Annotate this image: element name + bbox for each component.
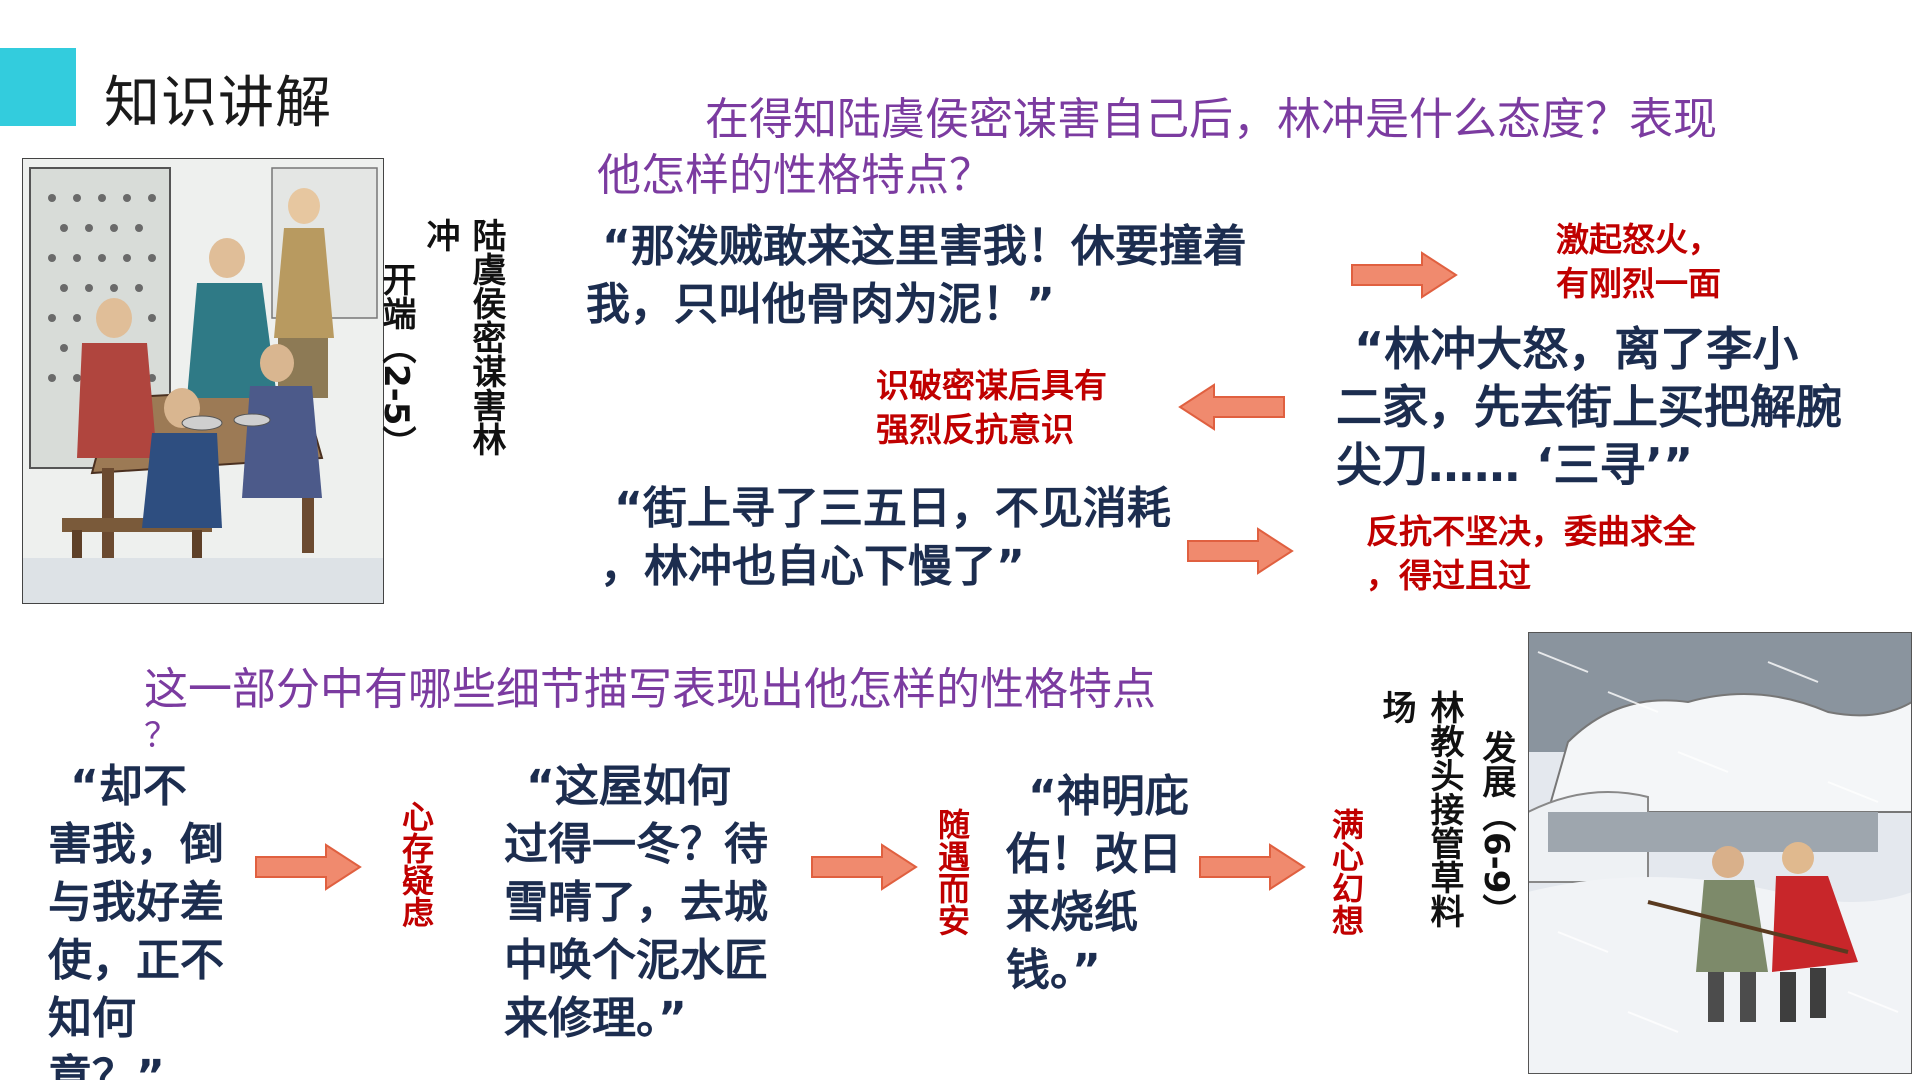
part2-note3: 满心幻想 xyxy=(1327,808,1365,936)
part2-quote3: “神明庇 佑！改日 来烧纸 钱。” xyxy=(1006,768,1189,1000)
section-title: 知识讲解 xyxy=(104,71,332,136)
part1-note3-line2: ，得过且过 xyxy=(1366,556,1531,595)
part1-quote2-line2: 二家，先去街上买把解腕 xyxy=(1336,380,1842,434)
part1-quote1-line2: 我，只叫他骨肉为泥！” xyxy=(586,279,1055,330)
part2-quote2: “这屋如何 过得一冬？待 雪晴了，去城 中唤个泥水匠 来修理。” xyxy=(504,758,768,1048)
part1-note1-line1: 激起怒火， xyxy=(1556,220,1721,259)
part2-caption-line1: 发展（6-9） xyxy=(1476,730,1516,928)
arrow-right-1 xyxy=(1351,251,1458,299)
part1-note2-line1: 识破密谋后具有 xyxy=(876,366,1107,405)
arrow-right-3 xyxy=(255,843,362,891)
part1-quote3-line2: ，林冲也自心下慢了” xyxy=(600,541,1025,592)
part2-quote3-line: 钱。” xyxy=(1006,945,1101,996)
part1-quote3-line1: “街上寻了三五日，不见消耗 xyxy=(614,483,1171,534)
arrow-right-2 xyxy=(1187,527,1294,575)
part2-quote3-line: 佑！改日 xyxy=(1006,829,1182,880)
arrow-right-4 xyxy=(811,843,918,891)
arrow-right-5 xyxy=(1199,843,1306,891)
part2-quote1: “却不 害我，倒 与我好差 使，正不 知何 意？” xyxy=(48,758,224,1080)
header-accent-block xyxy=(0,48,76,126)
part2-quote1-line: 与我好差 xyxy=(48,877,224,928)
part1-caption-line3: 开端（2-5） xyxy=(376,262,416,460)
part2-quote2-line: “这屋如何 xyxy=(526,761,731,812)
snowstorm-illustration xyxy=(1528,632,1912,1074)
part2-note2: 随遇而安 xyxy=(933,808,971,936)
part1-note2-line2: 强烈反抗意识 xyxy=(876,410,1074,449)
part2-quote2-line: 来修理。” xyxy=(504,993,687,1044)
part1-question-line1: 在得知陆虞侯密谋害自己后，林冲是什么态度？表现 xyxy=(705,94,1717,145)
part2-caption-line3: 场 xyxy=(1376,690,1416,724)
part1-caption-line2: 冲 xyxy=(420,218,460,252)
part1-quote2-line3: 尖刀…… ‘三寻’” xyxy=(1336,438,1694,492)
part1-note1-line2: 有刚烈一面 xyxy=(1556,264,1721,303)
part2-note1: 心存疑虑 xyxy=(397,800,435,928)
part2-quote1-line: “却不 xyxy=(70,761,187,812)
part1-quote1-line1: “那泼贼敢来这里害我！休要撞着 xyxy=(602,221,1247,272)
part2-quote2-line: 过得一冬？待 xyxy=(504,819,768,870)
part2-quote1-line: 知何 xyxy=(48,993,136,1044)
arrow-left-1 xyxy=(1178,383,1285,431)
part2-quote2-line: 中唤个泥水匠 xyxy=(504,935,768,986)
part2-question-line2: ？ xyxy=(144,716,178,756)
part2-quote3-line: “神明庇 xyxy=(1028,771,1189,822)
part2-quote2-line: 雪晴了，去城 xyxy=(504,877,768,928)
part2-quote1-line: 害我，倒 xyxy=(48,819,224,870)
part1-note3-line1: 反抗不坚决，委曲求全 xyxy=(1366,512,1696,551)
tavern-illustration xyxy=(22,158,384,604)
part2-quote3-line: 来烧纸 xyxy=(1006,887,1138,938)
part1-question-line2: 他怎样的性格特点？ xyxy=(597,150,993,201)
part2-quote1-line: 意？” xyxy=(48,1051,165,1080)
part1-quote2-line1: “林冲大怒，离了李小 xyxy=(1354,322,1799,376)
part2-quote1-line: 使，正不 xyxy=(48,935,224,986)
part1-caption-line1: 陆虞侯密谋害林 xyxy=(466,218,506,456)
part2-question-line1: 这一部分中有哪些细节描写表现出他怎样的性格特点 xyxy=(144,664,1156,715)
part2-caption-line2: 林教头接管草料 xyxy=(1424,690,1464,928)
